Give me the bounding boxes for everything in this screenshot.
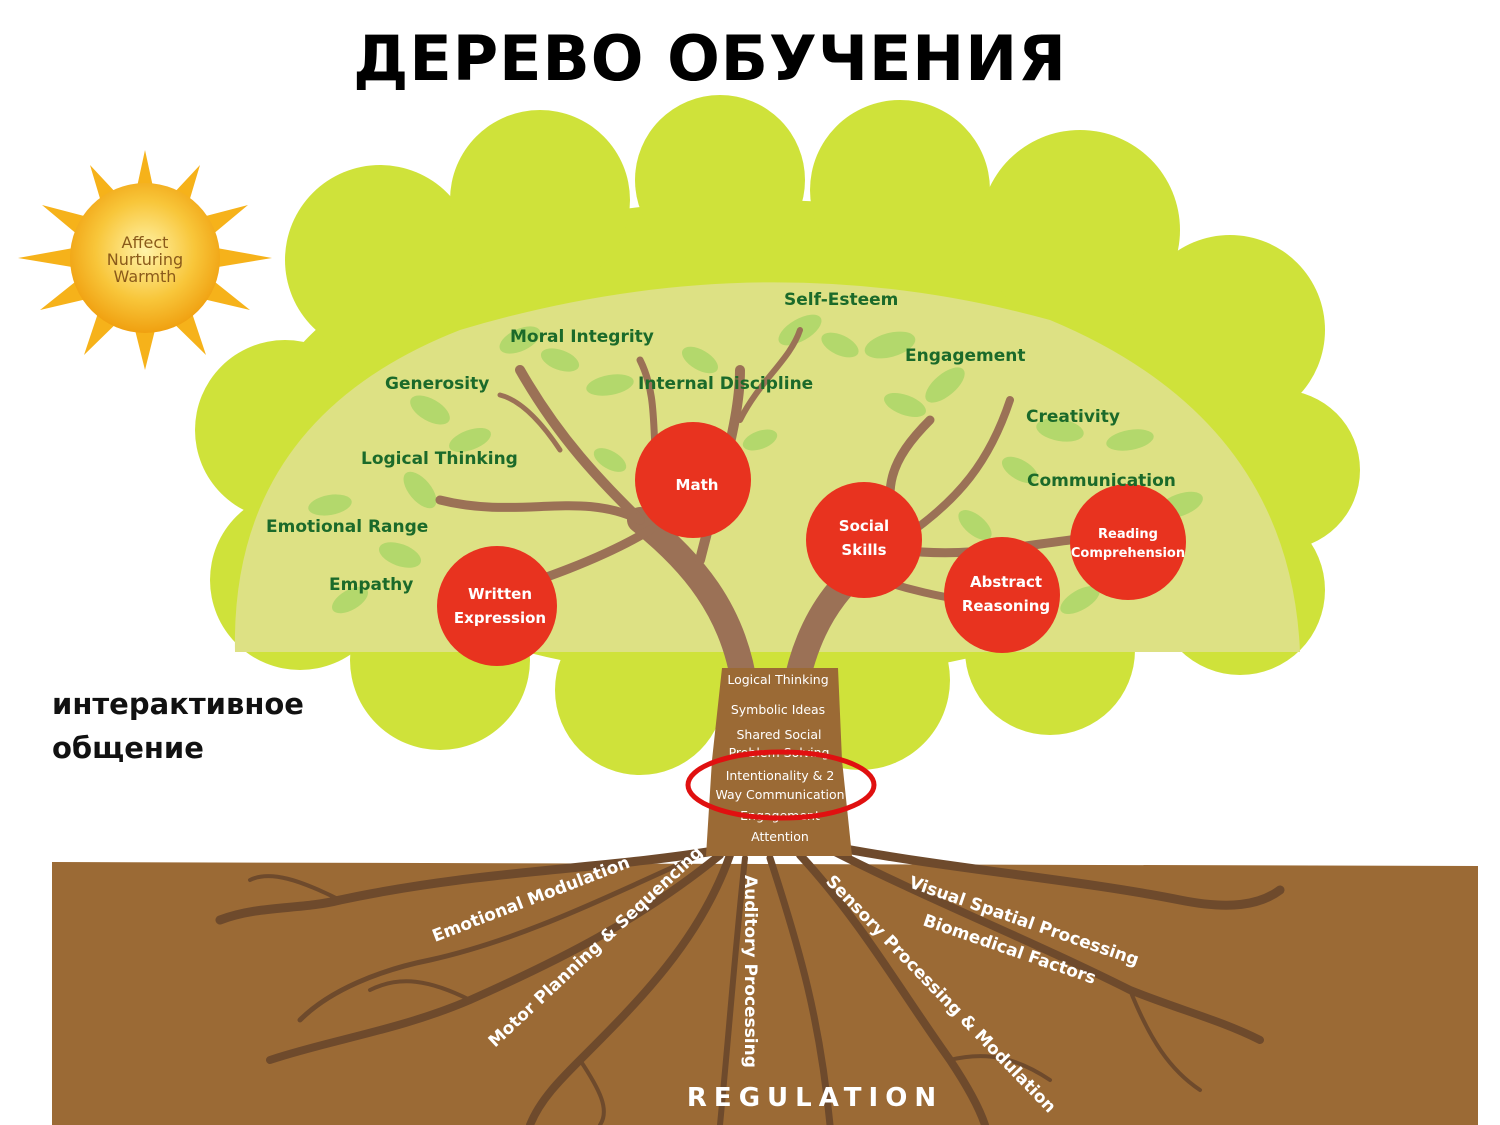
trunk-labels: Logical Thinking Symbolic Ideas Shared S… [715, 672, 844, 844]
sun-label-warmth: Warmth [114, 267, 177, 286]
fruit-abstract-label-2: Reasoning [962, 597, 1050, 615]
highlight-ellipse [685, 749, 877, 821]
trunk-label-attention: Attention [751, 829, 809, 844]
trunk-label-logical-thinking: Logical Thinking [727, 672, 828, 687]
fruit-reading-label-2: Comprehension [1071, 546, 1185, 561]
fruit-social-skills: Social Skills [806, 482, 922, 598]
sun-label-affect: Affect [122, 233, 169, 252]
trunk-label-way-communication: Way Communication [715, 787, 844, 802]
page-title: ДЕРЕВО ОБУЧЕНИЯ [353, 22, 1067, 95]
side-note-line-2: общение [52, 731, 204, 765]
tree-roots [215, 843, 1285, 1125]
skill-communication: Communication [1027, 471, 1176, 491]
soil-ground [52, 862, 1478, 1125]
fruit-written-expression: Written Expression [437, 546, 557, 666]
skill-self-esteem: Self-Esteem [784, 290, 898, 310]
skill-logical-thinking: Logical Thinking [361, 449, 518, 469]
fruit-reading-label-1: Reading [1098, 527, 1158, 542]
side-note-line-1: интерактивное [52, 687, 304, 721]
skill-labels: Self-Esteem Moral Integrity Engagement G… [266, 290, 1176, 595]
root-auditory-processing: Auditory Processing [740, 875, 760, 1068]
fruit-math: Math [635, 422, 751, 538]
fruit-social-label-2: Skills [841, 541, 886, 559]
skill-engagement: Engagement [905, 346, 1026, 366]
skill-moral-integrity: Moral Integrity [510, 327, 654, 347]
fruit-written-label-1: Written [468, 585, 532, 603]
skill-creativity: Creativity [1026, 407, 1120, 427]
skill-internal-discipline: Internal Discipline [638, 374, 813, 394]
skill-emotional-range: Emotional Range [266, 517, 428, 537]
fruit-math-label: Math [676, 476, 719, 494]
trunk-label-symbolic-ideas: Symbolic Ideas [731, 702, 825, 717]
tree-trunk [706, 668, 852, 856]
sun-label-nurturing: Nurturing [107, 250, 183, 269]
fruit-reading-comprehension: Reading Comprehension [1070, 484, 1186, 600]
side-note: интерактивное общение [52, 682, 304, 770]
fruit-abstract-reasoning: Abstract Reasoning [944, 537, 1060, 653]
trunk-label-intentionality: Intentionality & 2 [726, 768, 835, 783]
trunk-label-shared-social: Shared Social [736, 727, 821, 742]
fruit-social-label-1: Social [839, 517, 889, 535]
fruit-written-label-2: Expression [454, 609, 546, 627]
sun-icon: Affect Nurturing Warmth [18, 150, 272, 370]
fruit-abstract-label-1: Abstract [970, 573, 1042, 591]
skill-generosity: Generosity [385, 374, 489, 394]
skill-empathy: Empathy [329, 575, 413, 595]
regulation-label: REGULATION [687, 1083, 943, 1113]
